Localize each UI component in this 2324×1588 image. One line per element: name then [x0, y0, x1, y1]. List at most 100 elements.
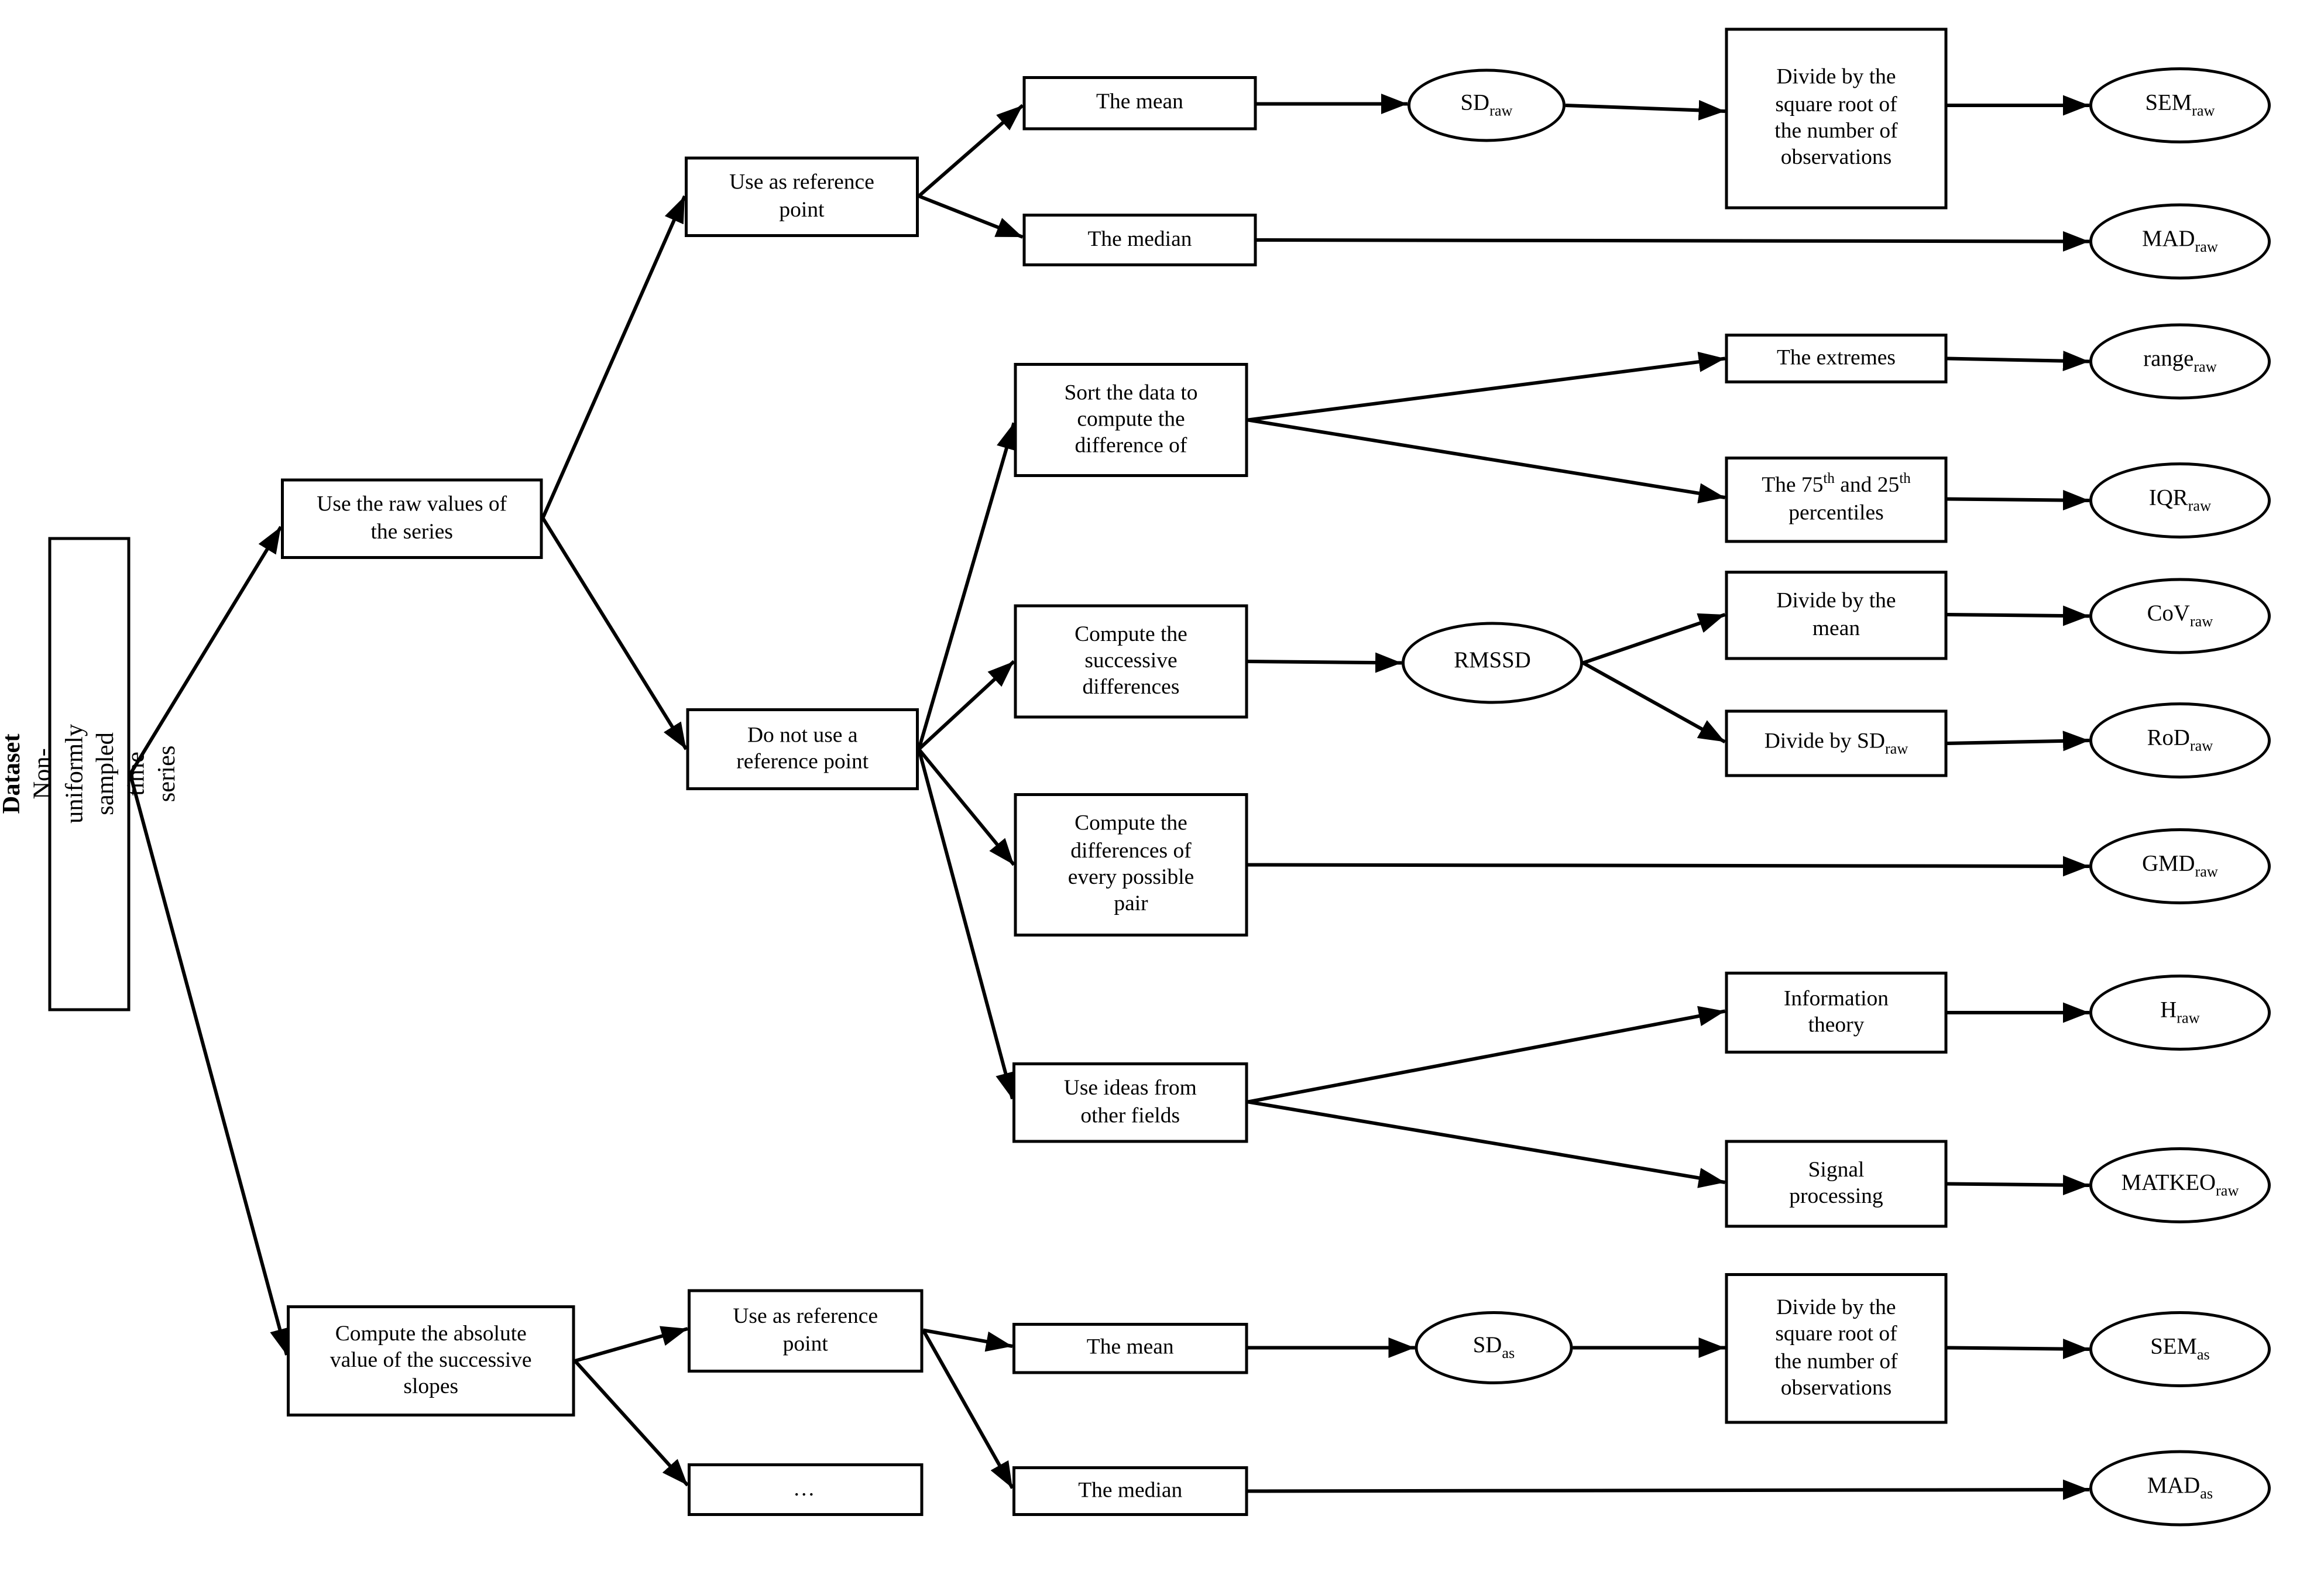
node-label: Use as reference point — [733, 1305, 878, 1356]
measure-label: CoV — [2147, 601, 2190, 626]
arrow-sort-extremes — [1248, 351, 1725, 422]
measure-subscript: raw — [2188, 498, 2212, 515]
node-label: Divide by the square root of the number … — [1774, 1296, 1898, 1400]
node-label: The 75th and 25th percentiles — [1762, 471, 1911, 525]
node-dataset: Dataset Non-uniformly sampled time serie… — [0, 537, 181, 1011]
arrow-div-sqrt-bottom-sem-as — [1947, 1339, 2090, 1360]
measure-rmssd: RMSSD — [1402, 622, 1583, 704]
node-label: Divide by the mean — [1776, 590, 1896, 640]
measure-label: GMD — [2142, 851, 2195, 876]
node-extremes: The extremes — [1725, 334, 1948, 383]
measure-label: MAD — [2147, 1473, 2201, 1498]
node-label: Do not use a reference point — [736, 723, 869, 774]
arrow-ref-top-median-top — [918, 194, 1024, 239]
node-mean-top: The mean — [1022, 76, 1257, 131]
measure-cov-raw: CoVraw — [2089, 578, 2271, 654]
measure-iqr-raw: IQRraw — [2089, 462, 2271, 539]
node-successive-differences: Compute the successive differences — [1014, 604, 1248, 719]
measure-subscript: as — [2196, 1347, 2210, 1364]
arrow-no-ref-every-pair — [917, 748, 1015, 866]
dataset-title: Dataset — [0, 734, 26, 814]
node-sort-data: Sort the data to compute the difference … — [1014, 363, 1248, 477]
arrow-no-ref-ideas — [917, 749, 1016, 1100]
node-raw-values: Use the raw values of the series — [281, 478, 543, 559]
arrow-sort-percentiles — [1248, 418, 1725, 504]
dataset-subtitle: Non-uniformly sampled time series — [28, 724, 181, 824]
node-label: Use ideas from other fields — [1063, 1077, 1197, 1128]
arrow-dataset-raw-values — [128, 526, 283, 776]
node-median-top: The median — [1022, 214, 1257, 266]
arrow-raw-values-ref-top — [541, 195, 686, 519]
node-label: … — [793, 1477, 818, 1501]
node-information-theory: Information theory — [1725, 972, 1948, 1054]
node-divide-by-sd: Divide by SDraw — [1725, 709, 1948, 777]
arrow-median-top-mad-raw — [1257, 231, 2090, 252]
node-div-sqrt-bottom: Divide by the square root of the number … — [1725, 1273, 1948, 1424]
measure-sd-as: SDas — [1415, 1311, 1573, 1384]
node-label: The median — [1078, 1479, 1183, 1503]
measure-label: RMSSD — [1454, 647, 1531, 673]
node-every-possible-pair: Compute the differences of every possibl… — [1014, 793, 1248, 937]
measure-sd-raw: SDraw — [1408, 68, 1566, 142]
arrow-ref-top-mean-top — [918, 104, 1024, 198]
measure-subscript: raw — [2189, 738, 2213, 755]
arrow-ref-bottom-median-bottom — [921, 1329, 1014, 1489]
measure-label: SD — [1472, 1332, 1502, 1358]
node-label: Compute the absolute value of the succes… — [329, 1322, 532, 1400]
measure-sem-as: SEMas — [2089, 1311, 2271, 1387]
node-ideas-other-fields: Use ideas from other fields — [1012, 1062, 1248, 1143]
measure-subscript: raw — [1489, 103, 1513, 120]
measure-range-raw: rangeraw — [2089, 323, 2271, 400]
measure-subscript: raw — [2195, 239, 2218, 256]
arrow-abs-slopes-dots — [574, 1359, 689, 1487]
measure-subscript: raw — [2216, 1183, 2239, 1200]
node-divide-by-mean: Divide by the mean — [1725, 571, 1948, 660]
node-label: The mean — [1086, 1336, 1174, 1360]
measure-label: MAD — [2142, 226, 2195, 252]
node-abs-slopes: Compute the absolute value of the succes… — [287, 1305, 575, 1416]
measure-subscript: as — [1502, 1346, 1515, 1362]
arrow-no-ref-successive — [917, 660, 1015, 751]
node-label: The extremes — [1776, 347, 1896, 371]
measure-sem-raw: SEMraw — [2089, 67, 2271, 143]
arrow-abs-slopes-ref-bottom — [574, 1326, 688, 1363]
node-median-bottom: The median — [1012, 1466, 1248, 1516]
arrow-sd-raw-div-sqrt-top — [1565, 100, 1725, 121]
measure-subscript: raw — [2192, 103, 2215, 120]
arrow-ref-bottom-mean-bottom — [922, 1328, 1013, 1352]
node-ellipsis: … — [688, 1463, 924, 1516]
arrows — [128, 94, 2090, 1500]
arrow-dataset-abs-slopes — [128, 773, 290, 1356]
arrow-raw-values-no-ref — [541, 517, 688, 750]
arrow-every-pair-gmd-raw — [1248, 856, 2090, 877]
node-label: Use the raw values of the series — [317, 493, 507, 544]
node-label: The median — [1087, 228, 1192, 252]
arrow-median-bottom-mad-as — [1248, 1479, 2090, 1500]
node-label: Divide by SDraw — [1764, 729, 1908, 758]
measure-label: range — [2143, 346, 2194, 372]
node-label: Information theory — [1783, 987, 1889, 1038]
arrow-rmssd-div-sd — [1582, 661, 1726, 744]
measure-mad-raw: MADraw — [2089, 203, 2271, 280]
arrow-rmssd-div-mean — [1582, 613, 1726, 665]
arrow-no-ref-sort — [917, 422, 1017, 750]
arrow-ideas-signal-proc — [1248, 1100, 1725, 1188]
measure-h-raw: Hraw — [2089, 975, 2271, 1051]
arrow-percentiles-iqr-raw — [1947, 490, 2090, 511]
arrow-div-mean-cov-raw — [1947, 605, 2090, 626]
measure-label: SEM — [2150, 1334, 2197, 1359]
measure-label: MATKEO — [2121, 1170, 2216, 1195]
measure-subscript: as — [2200, 1486, 2213, 1503]
node-div-sqrt-top: Divide by the square root of the number … — [1725, 28, 1948, 210]
node-label: Use as reference point — [729, 172, 874, 222]
measure-gmd-raw: GMDraw — [2089, 828, 2271, 904]
arrow-ideas-info-theory — [1247, 1006, 1726, 1104]
arrow-successive-rmssd — [1248, 652, 1402, 673]
measure-label: IQR — [2148, 485, 2188, 510]
node-label: Compute the successive differences — [1075, 622, 1187, 700]
measure-mad-as: MADas — [2089, 1450, 2271, 1527]
node-label: Divide by the square root of the number … — [1774, 66, 1898, 170]
node-ref-point-bottom: Use as reference point — [688, 1289, 924, 1373]
